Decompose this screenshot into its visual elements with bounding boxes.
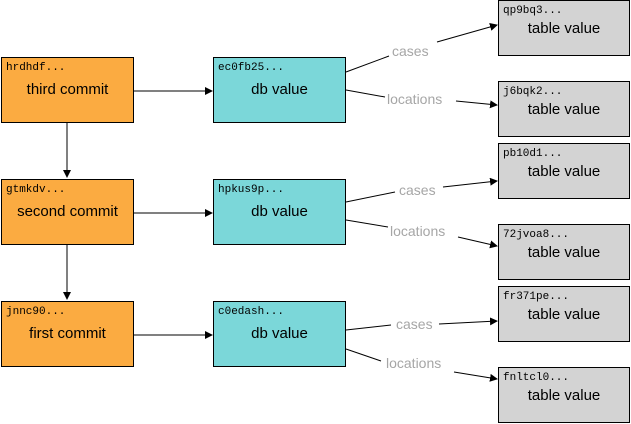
db-to-table-arrow-cases-3 [345, 321, 497, 331]
table-value-node-1: qp9bq3... table value [498, 0, 630, 56]
table-value-label: table value [527, 387, 601, 404]
db-value-node-1: ec0fb25... db value [213, 57, 346, 123]
commit-node-second: gtmkdv... second commit [1, 179, 134, 245]
table-value-hash: j6bqk2... [503, 86, 563, 98]
table-value-node-2: j6bqk2... table value [498, 81, 630, 137]
commit-label: first commit [29, 325, 106, 342]
db-to-table-arrow-locations-2 [345, 219, 497, 246]
table-value-hash: qp9bq3... [503, 5, 563, 17]
commit-label: third commit [26, 81, 109, 98]
table-value-hash: fnltcl0... [503, 372, 570, 384]
edge-label-cases: cases [392, 43, 429, 59]
commit-hash: gtmkdv... [6, 184, 66, 196]
table-value-node-4: 72jvoa8... table value [498, 224, 630, 280]
edge-label-locations: locations [386, 355, 442, 371]
db-value-label: db value [251, 81, 308, 98]
db-value-label: db value [251, 325, 308, 342]
table-value-node-6: fnltcl0... table value [498, 367, 630, 423]
table-value-label: table value [527, 101, 601, 118]
db-to-table-arrow-cases-2 [345, 181, 497, 203]
edge-label-cases: cases [399, 182, 436, 198]
commit-hash: jnnc90... [6, 306, 66, 318]
commit-label: second commit [17, 203, 118, 220]
db-value-node-3: c0edash... db value [213, 301, 346, 367]
db-to-table-arrow-locations-1 [345, 89, 497, 105]
db-value-node-2: hpkus9p... db value [213, 179, 346, 245]
edge-label-locations: locations [390, 223, 446, 239]
commit-hash: hrdhdf... [6, 62, 66, 74]
table-value-label: table value [527, 306, 601, 323]
db-value-label: db value [251, 203, 308, 220]
commit-node-first: jnnc90... first commit [1, 301, 134, 367]
db-to-table-arrow-cases-1 [345, 25, 497, 73]
table-value-node-5: fr371pe... table value [498, 286, 630, 342]
edge-label-cases: cases [396, 316, 433, 332]
table-value-hash: 72jvoa8... [503, 229, 570, 241]
db-value-hash: c0edash... [218, 306, 285, 318]
commit-node-third: hrdhdf... third commit [1, 57, 134, 123]
table-value-hash: fr371pe... [503, 291, 570, 303]
db-to-table-arrow-locations-3 [345, 348, 497, 379]
db-value-hash: hpkus9p... [218, 184, 285, 196]
db-value-hash: ec0fb25... [218, 62, 285, 74]
edge-label-locations: locations [387, 91, 443, 107]
table-value-label: table value [527, 20, 601, 37]
table-value-label: table value [527, 244, 601, 261]
table-value-hash: pb10d1... [503, 148, 563, 160]
table-value-label: table value [527, 163, 601, 180]
table-value-node-3: pb10d1... table value [498, 143, 630, 199]
